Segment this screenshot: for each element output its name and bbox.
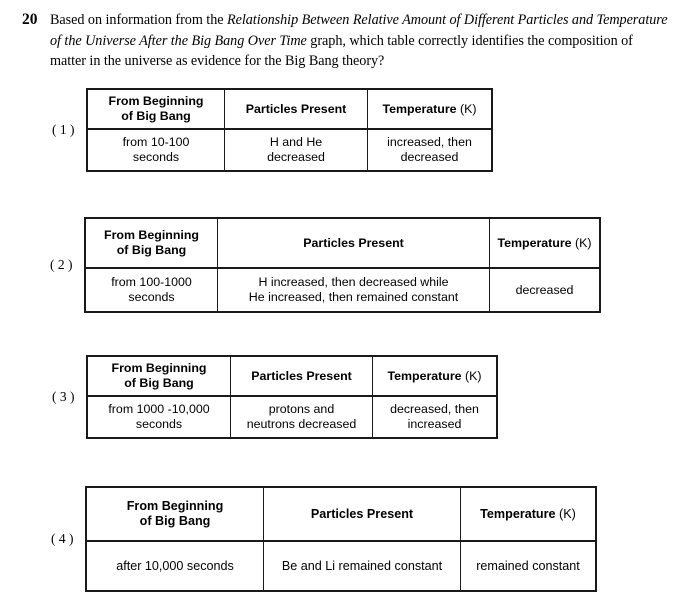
- answer-option-3[interactable]: ( 3 ) From Beginning of Big Bang Particl…: [52, 355, 498, 439]
- cell-time-line2: seconds: [128, 290, 175, 304]
- header-cell-temperature: Temperature (K): [367, 88, 493, 130]
- cell-time-line1: from 100-1000: [111, 275, 192, 290]
- cell-particles-line2: decreased: [267, 150, 325, 164]
- cell-time-line1: from 10-100: [122, 135, 190, 150]
- header-temperature-label: Temperature: [497, 235, 572, 250]
- graph-title-italic: Relationship Between Relative Amount of …: [50, 12, 668, 49]
- header-cell-temperature: Temperature (K): [489, 217, 601, 269]
- cell-time-line2: seconds: [132, 150, 180, 164]
- cell-particles: Be and Li remained constant: [263, 540, 461, 592]
- answer-option-4[interactable]: ( 4 ) From Beginning of Big Bang Particl…: [51, 486, 597, 592]
- option-label-2: ( 2 ): [50, 257, 73, 272]
- option-label-3: ( 3 ): [52, 389, 75, 404]
- header-temperature-unit: (K): [559, 506, 576, 521]
- answer-table-4: From Beginning of Big Bang Particles Pre…: [85, 486, 597, 592]
- cell-time-line1: from 1000 -10,000: [108, 402, 210, 417]
- header-cell-temperature: Temperature (K): [460, 486, 597, 542]
- header-temperature-label: Temperature: [382, 101, 457, 116]
- header-cell-particles: Particles Present: [263, 486, 461, 542]
- header-cell-time: From Beginning of Big Bang: [84, 217, 218, 269]
- cell-temperature-line1: increased, then: [387, 135, 472, 150]
- table-row: from 10-100 seconds H and He decreased i…: [86, 128, 493, 172]
- cell-temperature: increased, then decreased: [367, 128, 493, 172]
- header-time-line1: From Beginning: [126, 499, 224, 514]
- answer-table-3: From Beginning of Big Bang Particles Pre…: [86, 355, 498, 439]
- table-header-row: From Beginning of Big Bang Particles Pre…: [85, 486, 597, 542]
- header-temperature-label: Temperature: [387, 368, 462, 383]
- header-temperature-label: Temperature: [480, 506, 556, 521]
- cell-particles: H and He decreased: [224, 128, 368, 172]
- cell-time: after 10,000 seconds: [85, 540, 264, 592]
- header-cell-particles: Particles Present: [224, 88, 368, 130]
- cell-temperature-line1: decreased, then: [390, 402, 479, 417]
- cell-time: from 10-100 seconds: [86, 128, 225, 172]
- question-number: 20: [22, 11, 38, 28]
- table-header-row: From Beginning of Big Bang Particles Pre…: [86, 355, 498, 397]
- header-time-line2: of Big Bang: [121, 109, 191, 123]
- table-header-row: From Beginning of Big Bang Particles Pre…: [84, 217, 601, 269]
- table-row: from 100-1000 seconds H increased, then …: [84, 267, 601, 313]
- cell-temperature-line2: decreased: [400, 150, 459, 164]
- header-temperature-unit: (K): [460, 101, 477, 116]
- cell-particles-line1: H increased, then decreased while: [258, 275, 449, 290]
- header-cell-particles: Particles Present: [217, 217, 490, 269]
- cell-particles-line1: H and He: [269, 135, 323, 150]
- header-time-line2: of Big Bang: [124, 376, 194, 390]
- table-row: from 1000 -10,000 seconds protons and ne…: [86, 395, 498, 439]
- header-cell-time: From Beginning of Big Bang: [86, 88, 225, 130]
- cell-temperature: decreased, then increased: [372, 395, 498, 439]
- cell-time: from 100-1000 seconds: [84, 267, 218, 313]
- header-cell-particles: Particles Present: [230, 355, 373, 397]
- answer-option-2[interactable]: ( 2 ) From Beginning of Big Bang Particl…: [50, 217, 601, 313]
- option-label-4: ( 4 ): [51, 531, 74, 546]
- table-header-row: From Beginning of Big Bang Particles Pre…: [86, 88, 493, 130]
- cell-temperature: remained constant: [460, 540, 597, 592]
- question-text-part2: graph, which table correctly identifies …: [50, 32, 633, 70]
- cell-particles-line2: He increased, then remained constant: [248, 290, 459, 304]
- header-cell-temperature: Temperature (K): [372, 355, 498, 397]
- cell-particles-line2: neutrons decreased: [246, 417, 357, 431]
- header-time-line1: From Beginning: [111, 361, 207, 376]
- header-temperature-unit: (K): [575, 235, 592, 250]
- cell-time-line2: seconds: [135, 417, 183, 431]
- answer-option-1[interactable]: ( 1 ) From Beginning of Big Bang Particl…: [52, 88, 493, 172]
- table-row: after 10,000 seconds Be and Li remained …: [85, 540, 597, 592]
- header-temperature-unit: (K): [465, 368, 482, 383]
- header-time-line1: From Beginning: [108, 94, 204, 109]
- header-cell-time: From Beginning of Big Bang: [85, 486, 264, 542]
- cell-particles: protons and neutrons decreased: [230, 395, 373, 439]
- question-text: Based on information from the Relationsh…: [50, 10, 672, 72]
- header-time-line2: of Big Bang: [139, 514, 211, 528]
- cell-temperature: decreased: [489, 267, 601, 313]
- header-time-line1: From Beginning: [104, 228, 199, 243]
- cell-particles: H increased, then decreased while He inc…: [217, 267, 490, 313]
- cell-time: from 1000 -10,000 seconds: [86, 395, 231, 439]
- answer-table-2: From Beginning of Big Bang Particles Pre…: [84, 217, 601, 313]
- question-text-part1: Based on information from the: [50, 12, 227, 28]
- cell-temperature-line2: increased: [407, 417, 462, 431]
- header-cell-time: From Beginning of Big Bang: [86, 355, 231, 397]
- cell-particles-line1: protons and: [268, 402, 335, 417]
- header-time-line2: of Big Bang: [116, 243, 187, 257]
- answer-table-1: From Beginning of Big Bang Particles Pre…: [86, 88, 493, 172]
- question-block: 20 Based on information from the Relatio…: [22, 10, 672, 72]
- option-label-1: ( 1 ): [52, 122, 75, 137]
